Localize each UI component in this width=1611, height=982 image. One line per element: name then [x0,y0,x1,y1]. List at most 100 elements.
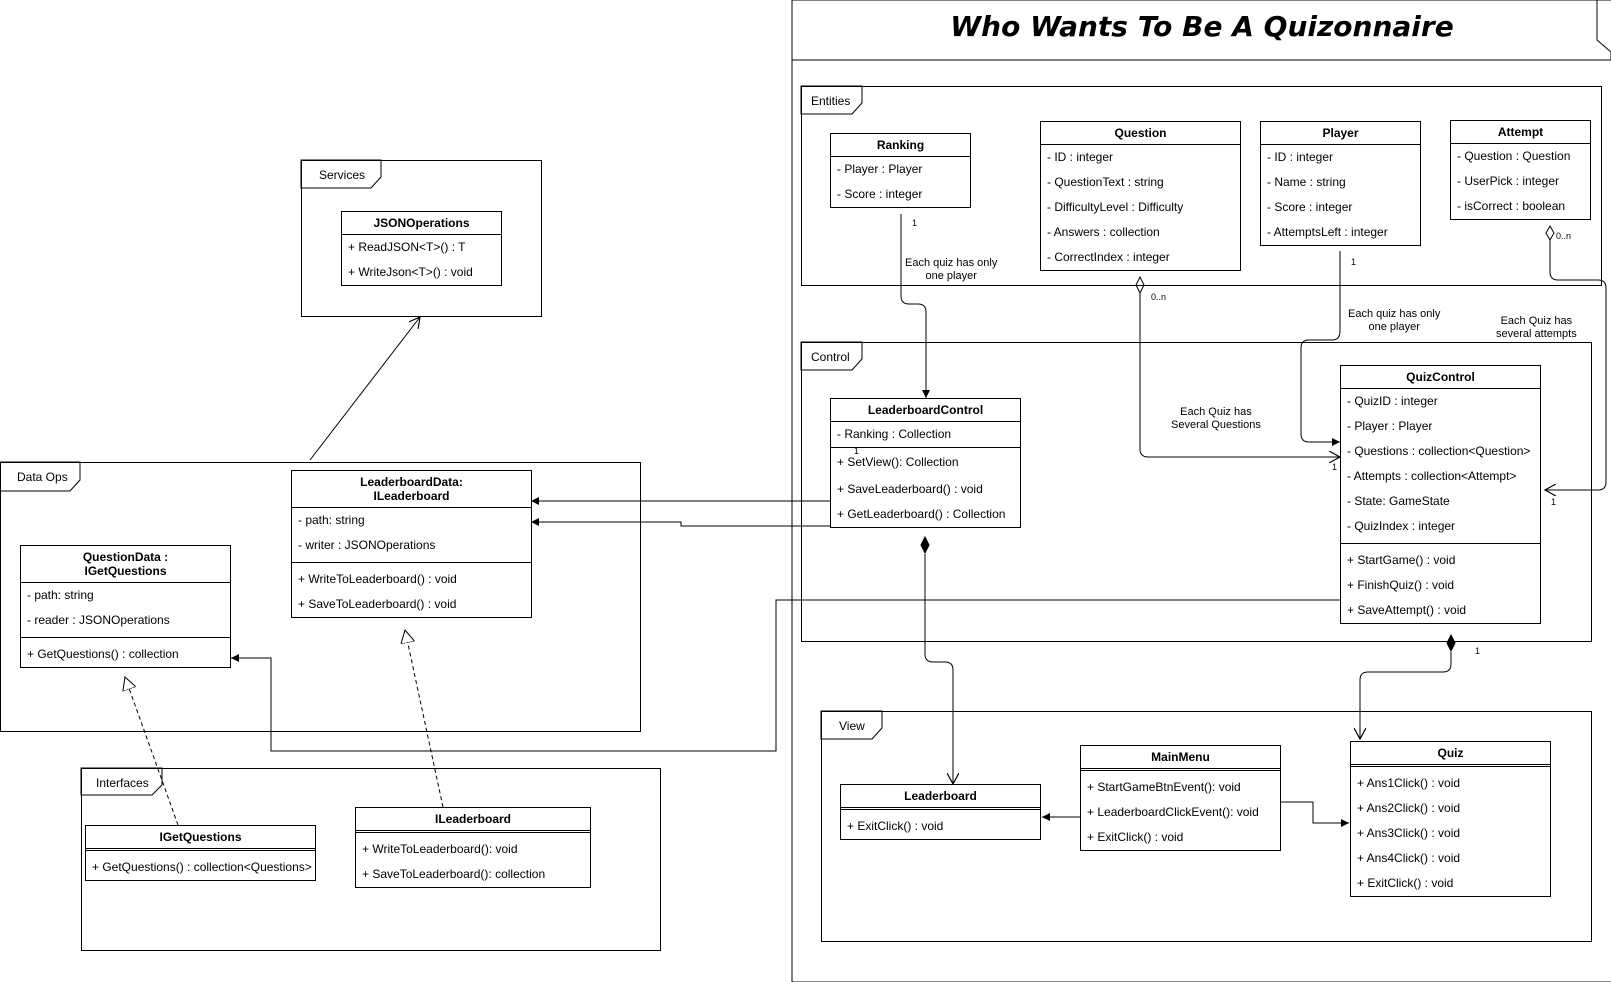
label-ranking-player: Each quiz has only one player [905,257,998,282]
diagram-title: Who Wants To Be A Quizonnaire [950,10,1454,43]
attempt-to-quizcontrol [1545,240,1607,490]
class-attribute: - writer : JSONOperations [298,538,436,552]
class-method: + SaveToLeaderboard(): collection [362,867,546,881]
class-method: + WriteJson<T>() : void [348,265,473,279]
class-json-operations: JSONOperations + ReadJSON<T>() : T + Wri… [341,211,502,286]
label-quiz-attempts: Each Quiz has several attempts [1496,315,1577,340]
multiplicity-quizcontrol-left: 1 [1332,462,1338,472]
leaderboardcontrol-to-leaderboard [924,554,953,784]
class-method: + GetQuestions() : collection<Questions> [92,860,312,874]
class-attempt: Attempt - Question : Question - UserPick… [1450,120,1591,220]
package-entities: Entities [801,86,1602,286]
class-name: Leaderboard [841,785,1040,810]
attempt-aggregation-diamond [1545,224,1555,242]
igetquestions-realization [125,677,179,826]
package-entities-label: Entities [811,94,851,108]
class-method: + SetView(): Collection [831,447,1020,477]
class-question-data: QuestionData : IGetQuestions - path: str… [20,545,231,668]
class-attribute: - QuizID : integer [1347,394,1438,408]
multiplicity-quizcontrol-right: 1 [1551,497,1557,507]
class-attribute: - Player : Player [837,162,923,176]
package-data-ops-label: Data Ops [17,470,68,484]
multiplicity-ranking: 1 [912,218,918,228]
class-attribute: - path: string [298,513,365,527]
class-i-get-questions: IGetQuestions + GetQuestions() : collect… [85,825,316,881]
multiplicity-question: 0..n [1151,292,1167,302]
class-leaderboard-data: LeaderboardData: ILeaderboard - path: st… [291,470,532,618]
class-name: Question [1041,122,1240,145]
class-quiz: Quiz + Ans1Click() : void + Ans2Click() … [1350,741,1551,897]
package-services: Services [301,160,542,317]
title-box [791,0,1611,61]
class-method: + StartGameBtnEvent(): void [1087,780,1241,794]
class-attribute: - reader : JSONOperations [27,613,170,627]
class-name: QuizControl [1341,366,1540,389]
class-name: LeaderboardData: ILeaderboard [292,471,531,508]
class-method: + SaveToLeaderboard() : void [298,597,457,611]
class-attribute: - QuestionText : string [1047,175,1164,189]
class-method: + StartGame() : void [1341,543,1540,573]
class-attribute: - QuizIndex : integer [1347,519,1456,533]
get-leaderboard-link [531,518,830,527]
class-attribute: - State: GameState [1347,494,1450,508]
class-attribute: - AttemptsLeft : integer [1267,225,1388,239]
quizcontrol-composition-diamond [1446,633,1456,653]
class-method: + SaveAttempt() : void [1347,603,1467,617]
class-method: + GetLeaderboard() : Collection [837,507,1006,521]
multiplicity-quizcontrol-bottom: 1 [1475,646,1481,656]
class-question: Question - ID : integer - QuestionText :… [1040,121,1241,271]
class-leaderboard-control: LeaderboardControl - Ranking : Collectio… [830,398,1021,528]
class-method: + Ans1Click() : void [1357,776,1461,790]
leaderboardcontrol-composition-diamond [920,535,930,555]
finishquiz-to-questiondata [231,599,1340,752]
package-services-label: Services [319,168,366,182]
multiplicity-leaderboardcontrol: 1 [854,446,860,456]
package-view: View [821,711,1592,942]
class-method: + Ans2Click() : void [1357,801,1461,815]
class-attribute: - UserPick : integer [1457,174,1560,188]
class-name: JSONOperations [342,212,501,235]
ranking-to-leaderboardcontrol [900,214,930,398]
class-main-menu: MainMenu + StartGameBtnEvent(): void + L… [1080,745,1281,851]
class-attribute: - Score : integer [837,187,923,201]
class-name: IGetQuestions [86,826,315,851]
class-player: Player - ID : integer - Name : string - … [1260,121,1421,246]
class-attribute: - isCorrect : boolean [1457,199,1566,213]
class-method: + SaveLeaderboard() : void [837,482,983,496]
class-method: + ReadJSON<T>() : T [348,240,466,254]
class-name: Attempt [1451,121,1590,144]
class-method: + ExitClick() : void [847,819,944,833]
class-method: + ExitClick() : void [1087,830,1184,844]
class-attribute: - DifficultyLevel : Difficulty [1047,200,1184,214]
class-attribute: - Questions : collection<Question> [1347,444,1531,458]
class-name: Quiz [1351,742,1550,767]
class-leaderboard: Leaderboard + ExitClick() : void [840,784,1041,840]
class-attribute: - Answers : collection [1047,225,1160,239]
label-quiz-questions: Each Quiz has Several Questions [1171,406,1261,431]
class-method: + Ans3Click() : void [1357,826,1461,840]
class-method: + FinishQuiz() : void [1347,578,1455,592]
class-name: LeaderboardControl [831,399,1020,422]
mainmenu-to-quiz [1280,801,1349,827]
class-attribute: - Score : integer [1267,200,1353,214]
class-method: + WriteToLeaderboard() : void [292,562,531,592]
class-quiz-control: QuizControl - QuizID : integer - Player … [1340,365,1541,624]
class-attribute: - ID : integer [1047,150,1114,164]
dataops-to-services [309,317,420,461]
class-method: + GetQuestions() : collection [21,637,230,667]
frame-border [791,0,1611,982]
ileaderboard-realization [405,630,444,808]
class-method: + WriteToLeaderboard(): void [362,842,518,856]
package-control-label: Control [811,350,850,364]
class-attribute: - Attempts : collection<Attempt> [1347,469,1517,483]
package-control: Control [801,342,1592,642]
class-name: MainMenu [1081,746,1280,771]
class-attribute: - path: string [27,588,94,602]
tab-dataops [0,461,81,492]
class-method: + ExitClick() : void [1357,876,1454,890]
package-data-ops: Data Ops [0,462,641,732]
class-method: + LeaderboardClickEvent(): void [1087,805,1259,819]
class-method: + Ans4Click() : void [1357,851,1461,865]
class-attribute: - Question : Question [1457,149,1571,163]
